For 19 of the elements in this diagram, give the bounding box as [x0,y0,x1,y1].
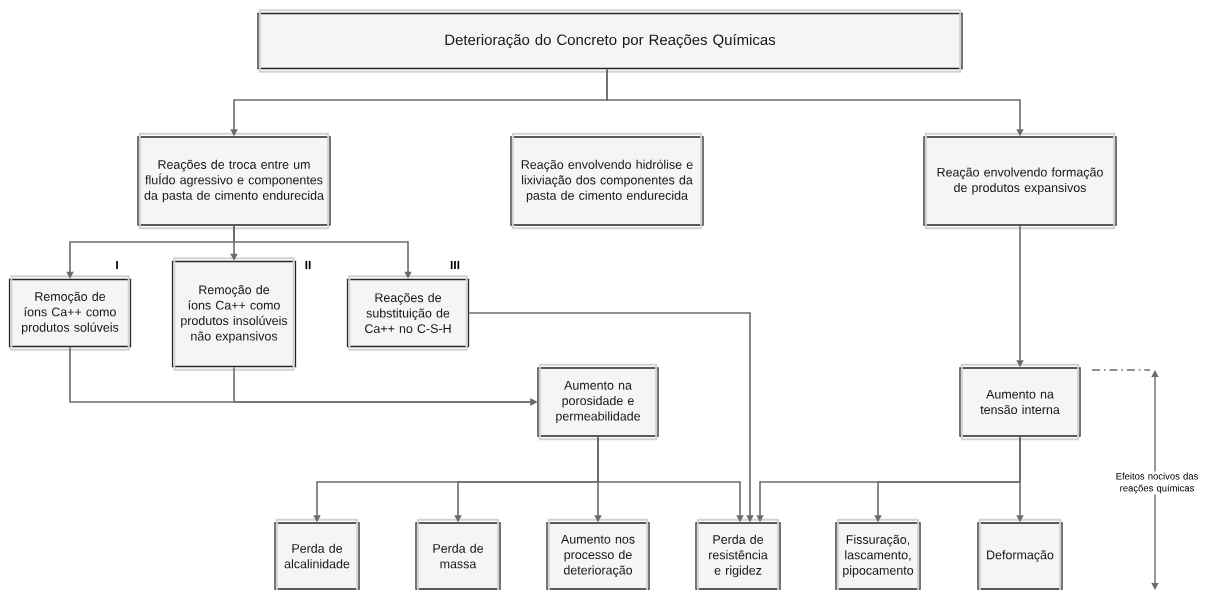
process-box: Perda de alcalinidade [274,522,360,590]
process-box: Perda de massa [415,522,501,590]
process-box: Deformação [977,522,1063,590]
roman-numeral: III [450,260,460,270]
process-box: Remoção de íons Ca++ como produtos solúveis [8,278,132,348]
process-box: Deterioração do Concreto por Reações Químicas [257,12,963,70]
dimension-label: Efeitos nocivos das reações químicas [1110,471,1204,495]
process-box: Reações de substituição de Ca++ no C-S-H [346,278,470,348]
process-box: Aumento nos processo de deterioração [546,522,650,590]
process-box: Reação envolvendo hidrólise e lixiviação dos componentes da pasta de cimento endurecida [510,136,704,226]
process-box: Perda de resistência e rigidez [695,522,781,590]
process-box: Aumento na tensão interna [959,367,1081,437]
process-box: Remoção de íons Ca++ como produtos insolúveis não expansivos [171,260,297,368]
process-box: Aumento na porosidade e permeabilidade [537,367,659,437]
process-box: Reações de troca entre um fluÍdo agressivo e componentes da pasta de cimento endurecida [137,136,331,226]
roman-numeral: II [305,260,311,270]
process-box: Fissuração, lascamento, pipocamento [835,522,921,590]
process-box: Reação envolvendo formação de produtos expansivos [923,136,1117,226]
roman-numeral: I [116,260,118,270]
